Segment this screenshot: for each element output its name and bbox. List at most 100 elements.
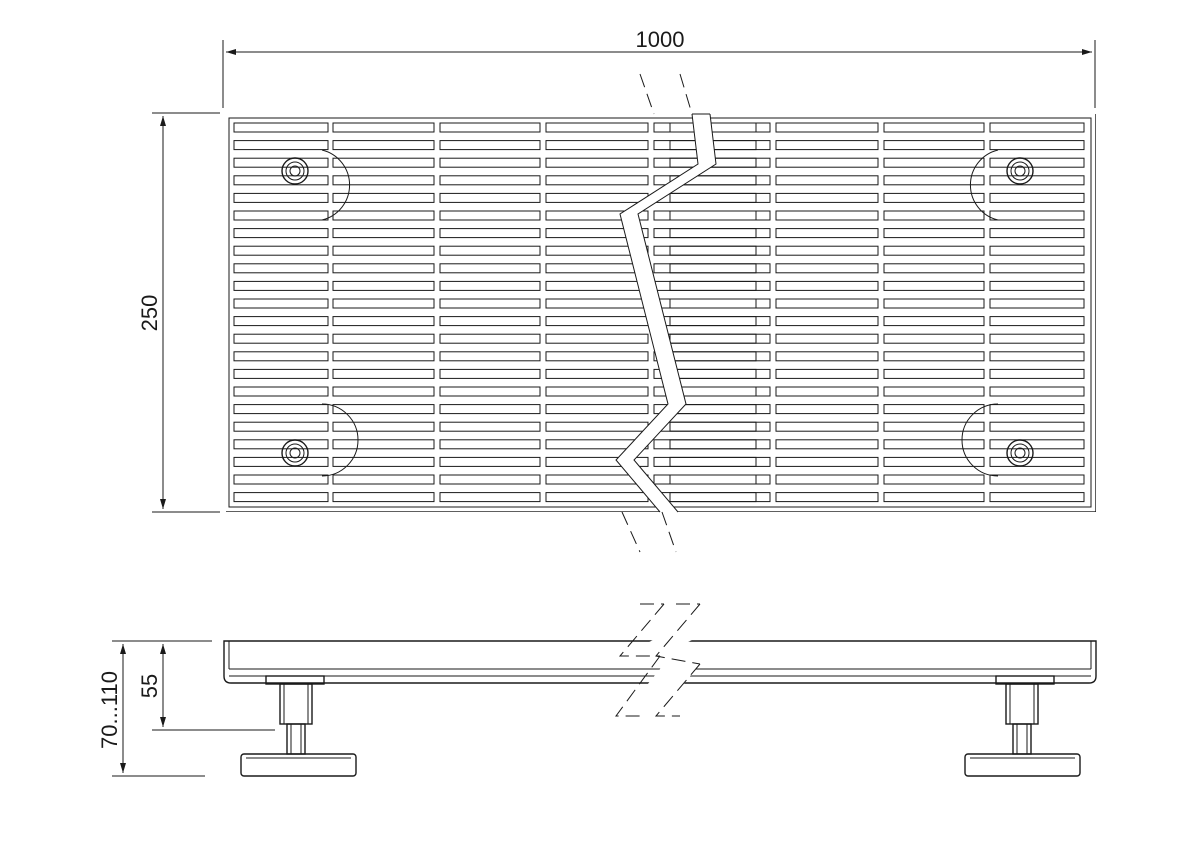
grate-slot <box>989 210 1085 221</box>
grate-slot <box>776 405 878 414</box>
grate-slot <box>669 280 771 291</box>
grate-slot <box>884 264 984 273</box>
grate-slot <box>669 404 771 415</box>
grate-slot <box>653 140 757 151</box>
grate-slot <box>234 405 328 414</box>
grate-slot <box>883 298 985 309</box>
grate-slot <box>545 351 649 362</box>
grate-slot <box>669 263 698 274</box>
grate-slot <box>776 387 878 396</box>
grate-slot <box>989 140 1085 151</box>
grate-slot <box>233 333 329 344</box>
grate-slot <box>989 386 1085 397</box>
grate-slot <box>233 228 329 239</box>
grate-left-section <box>226 114 1084 512</box>
grate-slot <box>884 369 984 378</box>
grate-slot <box>669 316 771 327</box>
bolt-bottom-right <box>1006 439 1034 467</box>
grate-slot <box>440 158 540 167</box>
grate-slot <box>653 122 698 133</box>
grate-slot <box>776 352 878 361</box>
grate-slot <box>439 351 541 362</box>
grate-slot <box>333 299 434 308</box>
grate-slot <box>439 280 541 291</box>
grate-slot <box>989 175 1085 186</box>
grate-slot <box>333 493 434 502</box>
grate-slot <box>776 475 878 484</box>
grate-slot <box>332 140 435 151</box>
grate-slot <box>653 263 698 274</box>
grate-slot <box>883 263 985 274</box>
grate-slot <box>775 456 879 467</box>
grate-slot <box>440 369 540 378</box>
total-height-dimension: 70...110 <box>97 640 205 777</box>
grate-slot <box>545 175 649 186</box>
grate-slot <box>545 210 649 221</box>
grate-slot <box>884 141 984 150</box>
grate-slot <box>233 386 329 397</box>
grate-slot <box>776 369 878 378</box>
grate-slot <box>439 245 541 256</box>
grate-slot <box>333 387 434 396</box>
grate-slot <box>989 298 1085 309</box>
grate-slot <box>440 176 540 185</box>
grate-slot <box>233 456 329 467</box>
grate-slot <box>990 475 1084 484</box>
grate-slot <box>669 122 698 133</box>
grate-slot <box>653 192 698 203</box>
grate-slot <box>332 280 435 291</box>
grate-slot <box>545 316 649 327</box>
grate-slot <box>989 245 1085 256</box>
grate-slot <box>776 440 878 449</box>
grate-slot <box>884 334 984 343</box>
grate-slot <box>989 122 1085 133</box>
grate-slot <box>775 228 879 239</box>
grate-slot <box>333 176 434 185</box>
grate-slot <box>333 264 434 273</box>
frame-height-dimension: 55 <box>137 640 275 731</box>
grate-slot <box>884 281 984 290</box>
grate-slot <box>776 281 878 290</box>
grate-slot <box>234 229 328 238</box>
grate-slot <box>669 386 771 397</box>
grate-slot <box>333 211 434 220</box>
grate-slot <box>634 228 649 239</box>
grate-slot <box>333 440 434 449</box>
grate-slot <box>233 140 329 151</box>
grate-slot <box>634 351 649 362</box>
grate-slot <box>332 333 435 344</box>
grate-slot <box>669 333 698 344</box>
grate-slot <box>990 281 1084 290</box>
grate-slot <box>333 352 434 361</box>
grate-slot <box>440 475 540 484</box>
grate-slot <box>332 474 435 485</box>
grate-slot <box>234 264 328 273</box>
grate-slot <box>775 333 879 344</box>
grate-slot <box>653 456 698 467</box>
grate-slot <box>669 140 698 151</box>
grate-slot <box>234 246 328 255</box>
grate-slot <box>884 229 984 238</box>
bolt-top-left <box>281 157 309 185</box>
grate-slot <box>234 387 328 396</box>
grate-slot <box>776 334 878 343</box>
grate-slot <box>545 404 649 415</box>
grate-slot <box>439 122 541 133</box>
grate-slot <box>653 368 698 379</box>
grate-slot <box>332 386 435 397</box>
grate-slot <box>669 492 698 503</box>
grate-slot <box>883 192 985 203</box>
grate-slot <box>883 210 985 221</box>
grate-slot <box>634 122 649 133</box>
grate-slot <box>775 368 879 379</box>
grate-slot <box>990 264 1084 273</box>
grate-slot <box>634 404 649 415</box>
grate-slot <box>990 141 1084 150</box>
grate-slot <box>634 192 649 203</box>
grate-slot <box>775 175 879 186</box>
grate-slot <box>545 192 649 203</box>
grate-slot <box>990 299 1084 308</box>
grate-slot <box>776 229 878 238</box>
grate-slot <box>989 263 1085 274</box>
grate-slot <box>440 141 540 150</box>
